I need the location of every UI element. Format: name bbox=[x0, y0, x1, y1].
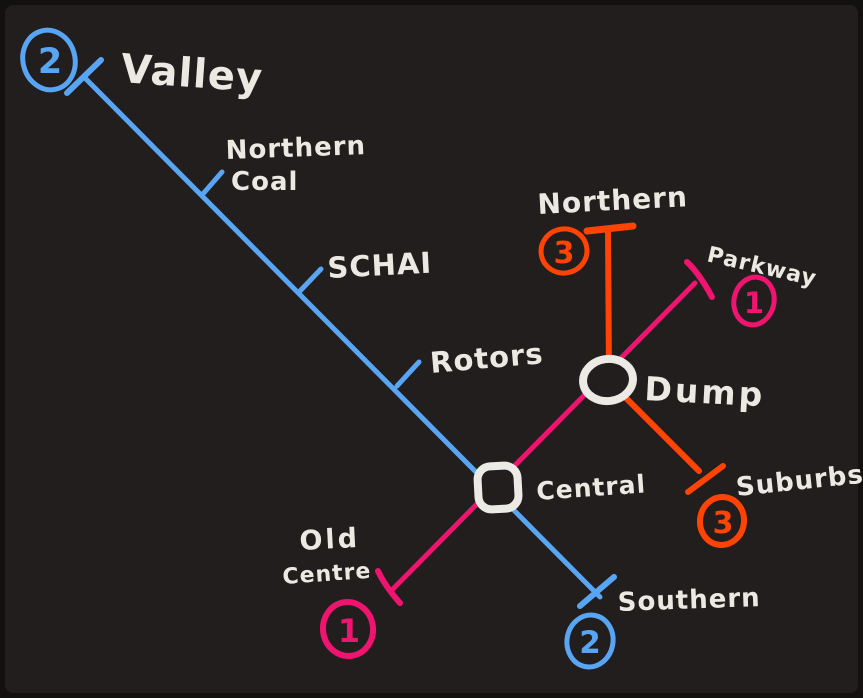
interchange-node-dump bbox=[579, 354, 637, 406]
badge-number: 3 bbox=[713, 506, 734, 541]
terminus-badge-southern: 2 bbox=[564, 612, 616, 670]
badge-number: 1 bbox=[744, 286, 764, 320]
station-label-dump: Dump bbox=[644, 369, 767, 414]
line-1-pink bbox=[375, 259, 715, 606]
badge-number: 3 bbox=[554, 236, 575, 271]
station-label-valley: Valley bbox=[119, 46, 264, 102]
terminus-tick-suburbs bbox=[685, 463, 726, 495]
station-label-line1: Northern bbox=[225, 131, 366, 166]
terminus-badge-northern: 3 bbox=[538, 226, 590, 276]
badge-number: 2 bbox=[38, 42, 62, 82]
station-tick-schai bbox=[297, 266, 324, 294]
badge-number: 1 bbox=[338, 612, 360, 650]
terminus-badge-old-centre: 1 bbox=[319, 599, 377, 659]
terminus-badge-parkway: 1 bbox=[731, 274, 777, 328]
badge-circle bbox=[319, 599, 377, 659]
badge-number: 2 bbox=[579, 625, 601, 661]
station-label-line2: Centre bbox=[282, 559, 373, 590]
terminus-badge-valley: 2 bbox=[20, 27, 78, 93]
line-3-diagonal-stroke bbox=[610, 382, 702, 474]
terminus-tick-old-centre bbox=[375, 568, 403, 606]
interchange-node-central bbox=[473, 461, 523, 514]
terminus-tick-parkway bbox=[684, 259, 715, 300]
badge-circle bbox=[20, 27, 78, 93]
badge-circle bbox=[564, 612, 616, 670]
station-label-old-centre: Old Centre bbox=[282, 523, 373, 590]
station-label-northern-coal: Northern Coal bbox=[225, 131, 366, 197]
terminus-tick-northern bbox=[583, 222, 637, 235]
terminus-tick-southern bbox=[577, 574, 617, 609]
line-3-vertical-stroke bbox=[605, 226, 612, 380]
terminus-tick-valley bbox=[64, 57, 104, 96]
line-3-orange bbox=[583, 222, 726, 495]
line-1-main-stroke bbox=[388, 280, 698, 594]
station-label-southern: Southern bbox=[617, 583, 761, 618]
station-label-line2: Coal bbox=[231, 167, 298, 197]
badge-circle bbox=[538, 226, 590, 276]
station-tick-northern-coal bbox=[199, 169, 225, 198]
badge-circle bbox=[696, 494, 748, 548]
station-label-northern: Northern bbox=[537, 180, 689, 221]
station-label-schai: SCHAI bbox=[327, 246, 433, 285]
badge-circle bbox=[731, 274, 777, 328]
station-tick-rotors bbox=[394, 359, 422, 389]
station-label-line1: Old bbox=[299, 523, 361, 557]
terminus-badge-suburbs: 3 bbox=[696, 494, 748, 548]
